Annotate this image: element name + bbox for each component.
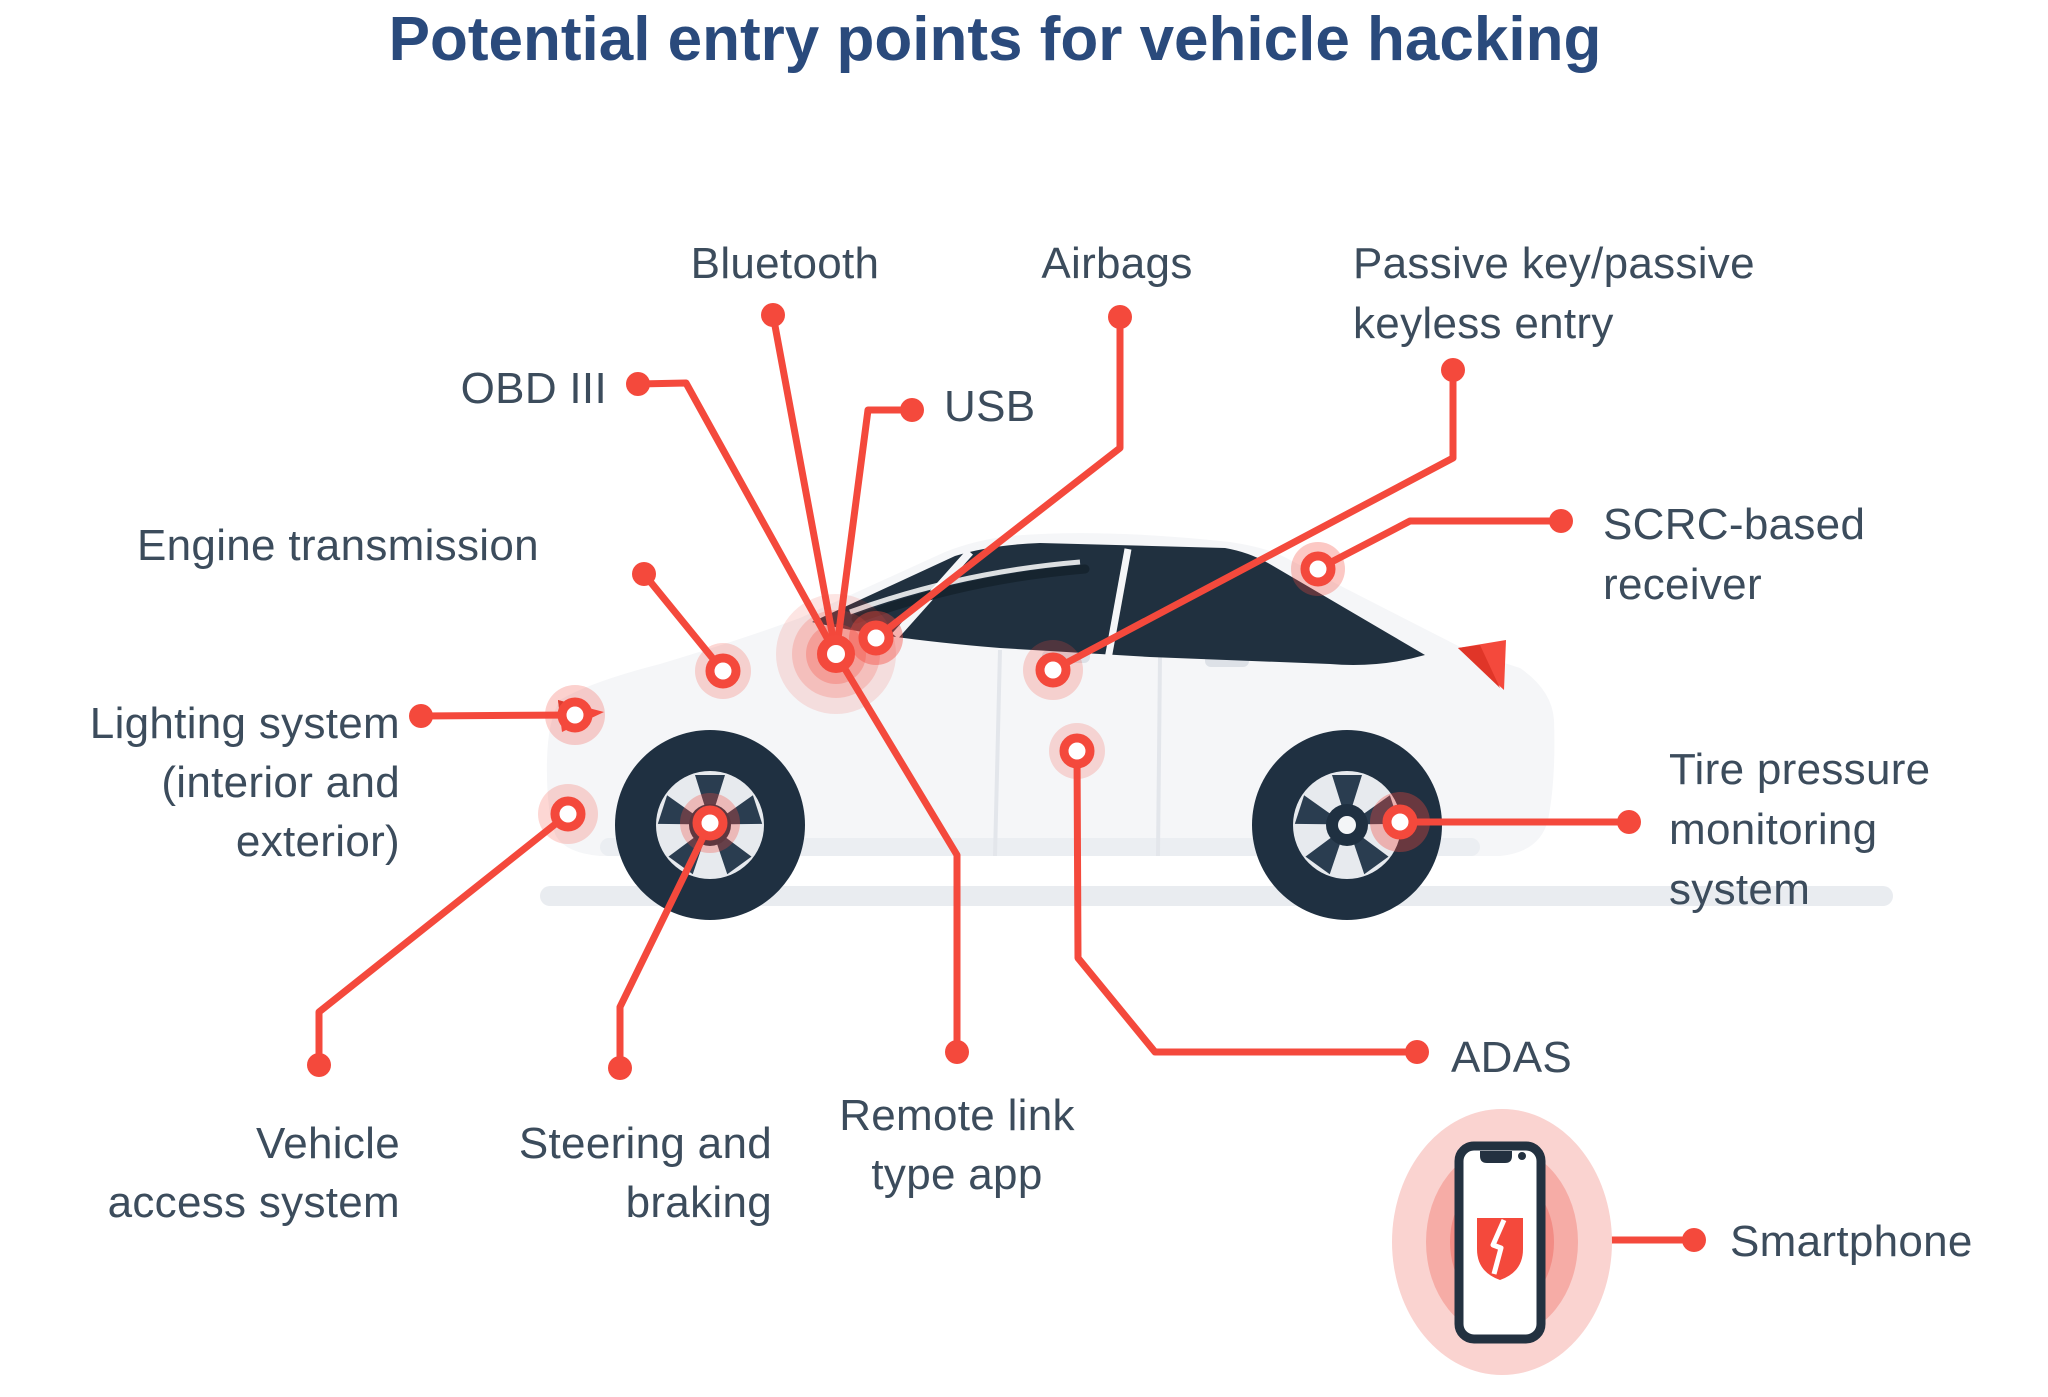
label-line: monitoring (1669, 805, 1878, 854)
tire-pressure-marker (1370, 792, 1430, 852)
passive-key-label: Passive key/passive keyless entry (1353, 234, 1873, 354)
scrc-marker (1291, 542, 1345, 596)
smartphone-dot (1682, 1228, 1706, 1252)
label-line: Steering and (518, 1119, 772, 1168)
steering-connector (616, 819, 714, 1072)
lighting-marker (545, 685, 605, 745)
entry-point-markers (538, 542, 1430, 853)
steering-marker (680, 793, 740, 853)
label-line: receiver (1603, 560, 1762, 609)
adas-marker (1049, 723, 1105, 779)
obd-connector (634, 379, 840, 658)
passive-key-connector (1049, 366, 1457, 674)
bluetooth-dot (761, 303, 785, 327)
label-line: SCRC-based (1603, 500, 1866, 549)
airbags-label: Airbags (972, 234, 1262, 293)
usb-label: USB (944, 377, 1164, 436)
label-line: USB (944, 382, 1036, 431)
roof-highlight (849, 559, 1081, 615)
phone-camera-dot (1518, 1152, 1526, 1160)
airbags-connector (872, 313, 1124, 642)
label-line: Bluetooth (690, 239, 880, 288)
scrc-connector (1314, 517, 1565, 573)
label-line: braking (625, 1178, 772, 1227)
door-seam-rear (1156, 655, 1162, 857)
connector-dots (307, 303, 1706, 1252)
rear-wheel (1252, 730, 1442, 920)
label-line: Lighting system (89, 699, 400, 748)
broken-shield-icon (1477, 1218, 1523, 1280)
label-line: OBD III (460, 364, 607, 413)
airbags-dot (1108, 305, 1132, 329)
label-line: Remote link (839, 1091, 1075, 1140)
steering-dot (608, 1056, 632, 1080)
engine-marker (695, 643, 751, 699)
tail-light-wedge-dark (1458, 645, 1500, 688)
vehicle-access-marker (538, 784, 598, 844)
passive-key-marker (1023, 640, 1083, 700)
label-line: Smartphone (1730, 1217, 1973, 1266)
airbags-marker (849, 611, 903, 665)
tire-pressure-label: Tire pressure monitoring system (1669, 740, 2048, 920)
label-line: system (1669, 865, 1811, 914)
page-title: Potential entry points for vehicle hacki… (388, 5, 1602, 74)
remote-link-label: Remote link type app (797, 1086, 1117, 1204)
vehicle-access-label: Vehicle access system (60, 1114, 400, 1232)
usb-connector (832, 406, 916, 658)
engine-transmission-label: Engine transmission (137, 516, 657, 575)
lighting-connector (417, 711, 579, 720)
tire-pressure-dot (1617, 810, 1641, 834)
obd-dot (626, 372, 650, 396)
remote-link-connector (832, 650, 961, 1056)
engine-dot (632, 562, 656, 586)
steering-braking-label: Steering and braking (452, 1114, 772, 1232)
smartphone-illustration (1392, 1109, 1612, 1375)
adas-label: ADAS (1451, 1028, 1671, 1087)
scrc-dot (1549, 509, 1573, 533)
smartphone-label: Smartphone (1730, 1212, 2048, 1271)
engine-connector (640, 570, 727, 675)
label-line: exterior) (235, 817, 400, 866)
label-line: Engine transmission (137, 521, 539, 570)
lighting-system-label: Lighting system (interior and exterior) (0, 694, 400, 871)
label-line: Passive key/passive (1353, 239, 1755, 288)
remote-link-dot (945, 1040, 969, 1064)
door-seam-front (993, 649, 1002, 857)
adas-dot (1405, 1040, 1429, 1064)
tail-light (1458, 640, 1506, 690)
scrc-receiver-label: SCRC-based receiver (1603, 495, 2023, 615)
vehicle-access-dot (307, 1053, 331, 1077)
obd-label: OBD III (417, 359, 607, 418)
mirror-swoosh (851, 564, 1090, 624)
passive-key-dot (1441, 358, 1465, 382)
label-line: Tire pressure (1669, 745, 1931, 794)
car-windows (812, 543, 1425, 665)
lighting-dot (409, 704, 433, 728)
label-line: access system (107, 1178, 400, 1227)
label-line: Airbags (1041, 239, 1193, 288)
label-line: type app (871, 1150, 1043, 1199)
adas-connector (1073, 747, 1421, 1056)
connector-lines (315, 311, 1698, 1244)
rear-hub-center (1338, 816, 1356, 834)
label-line: ADAS (1451, 1033, 1573, 1082)
label-line: (interior and (161, 758, 400, 807)
label-line: Vehicle (256, 1119, 400, 1168)
vehicle-access-connector (315, 810, 572, 1069)
front-spokes (657, 775, 763, 875)
bluetooth-label: Bluetooth (630, 234, 940, 293)
usb-dot (900, 398, 924, 422)
ground-line (540, 886, 1893, 906)
label-line: keyless entry (1353, 299, 1614, 348)
phone-notch (1480, 1151, 1512, 1163)
bluetooth-connector (769, 311, 840, 658)
